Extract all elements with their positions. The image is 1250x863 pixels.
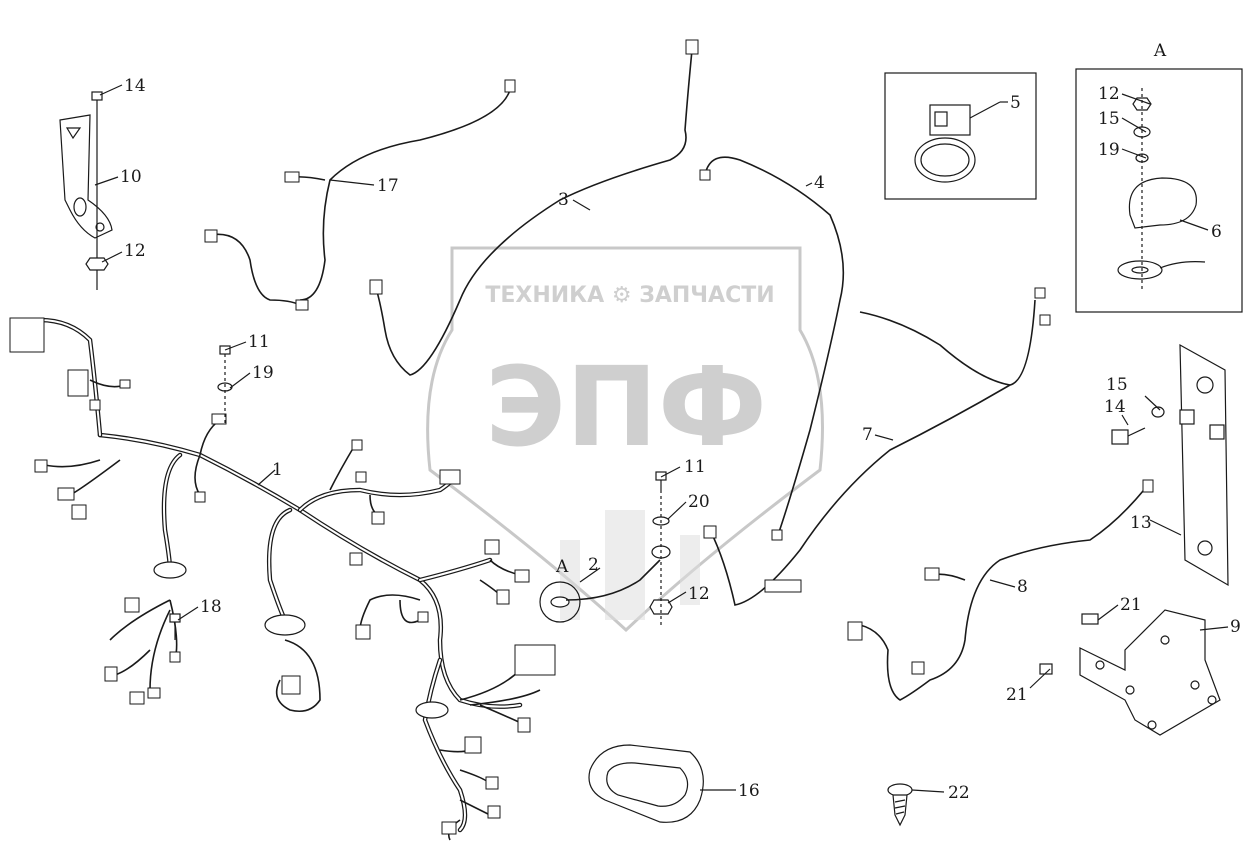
grommet bbox=[264, 614, 306, 636]
watermark-towers-icon bbox=[560, 510, 700, 620]
ground-ring-part-2 bbox=[539, 559, 661, 623]
watermark-brand-line: ТЕХНИКА ⚙ ЗАПЧАСТИ bbox=[485, 283, 774, 308]
harness-part-1 bbox=[9, 317, 556, 841]
callout-21-top: 21 bbox=[1120, 595, 1142, 615]
callout-9: 9 bbox=[1230, 617, 1241, 637]
callout-3: 3 bbox=[558, 190, 569, 210]
watermark-logo-text: ЭПФ bbox=[485, 343, 767, 471]
callout-12-detail: 12 bbox=[1098, 84, 1120, 104]
callout-2: 2 bbox=[588, 555, 599, 575]
callout-15-right: 15 bbox=[1106, 375, 1128, 395]
harness-part-7 bbox=[703, 287, 1051, 606]
callout-11-middle: 11 bbox=[684, 457, 706, 477]
bracket-part-9 bbox=[1039, 609, 1221, 736]
callout-16: 16 bbox=[738, 781, 760, 801]
detail-a-title: A bbox=[1153, 41, 1167, 61]
bolt-stack-left bbox=[217, 345, 233, 425]
callout-12-middle: 12 bbox=[688, 584, 710, 604]
watermark-shield bbox=[426, 246, 824, 633]
detail-5-frame bbox=[884, 72, 1037, 200]
callout-11-left: 11 bbox=[248, 332, 270, 352]
callout-19-detail: 19 bbox=[1098, 140, 1120, 160]
callout-6: 6 bbox=[1211, 222, 1222, 242]
harness-part-4 bbox=[699, 156, 845, 541]
connector-large bbox=[9, 317, 45, 353]
callout-20: 20 bbox=[688, 492, 710, 512]
detail-a-frame bbox=[1075, 68, 1243, 313]
bolt-stack-middle bbox=[649, 471, 673, 625]
callout-4: 4 bbox=[814, 173, 825, 193]
bracket-plate-part-13 bbox=[1111, 343, 1229, 587]
screw-part-22 bbox=[887, 783, 913, 827]
callout-22: 22 bbox=[948, 783, 970, 803]
callout-7: 7 bbox=[862, 425, 873, 445]
bolt-part-18 bbox=[169, 613, 181, 640]
grommet bbox=[153, 561, 187, 579]
callout-14-left: 14 bbox=[124, 76, 146, 96]
grommet-plate-part-16 bbox=[588, 744, 704, 823]
callout-14-right: 14 bbox=[1104, 397, 1126, 417]
callout-18: 18 bbox=[200, 597, 222, 617]
callout-15-detail: 15 bbox=[1098, 109, 1120, 129]
bracket-part-10 bbox=[59, 91, 113, 290]
callout-ref-a: A bbox=[555, 557, 569, 577]
watermark: ТЕХНИКА ⚙ ЗАПЧАСТИ ЭПФ bbox=[426, 246, 824, 633]
callout-13: 13 bbox=[1130, 513, 1152, 533]
grommet bbox=[415, 701, 449, 719]
detail-a-stack bbox=[1117, 88, 1206, 290]
callout-19-left: 19 bbox=[252, 363, 274, 383]
callout-8: 8 bbox=[1017, 577, 1028, 597]
callout-5: 5 bbox=[1010, 93, 1021, 113]
harness-part-17 bbox=[204, 79, 516, 311]
callout-10: 10 bbox=[120, 167, 142, 187]
harness-part-8 bbox=[847, 479, 1154, 701]
callout-1: 1 bbox=[272, 460, 283, 480]
callout-12-left: 12 bbox=[124, 241, 146, 261]
leader-lines bbox=[94, 84, 1229, 793]
callout-labels: 1 2 3 4 5 6 7 8 9 10 11 11 12 12 12 13 1… bbox=[120, 76, 1241, 803]
clamp-part-5 bbox=[914, 101, 1001, 183]
callout-17: 17 bbox=[377, 176, 399, 196]
harness-part-3 bbox=[369, 39, 699, 376]
callout-21-bottom: 21 bbox=[1006, 685, 1028, 705]
